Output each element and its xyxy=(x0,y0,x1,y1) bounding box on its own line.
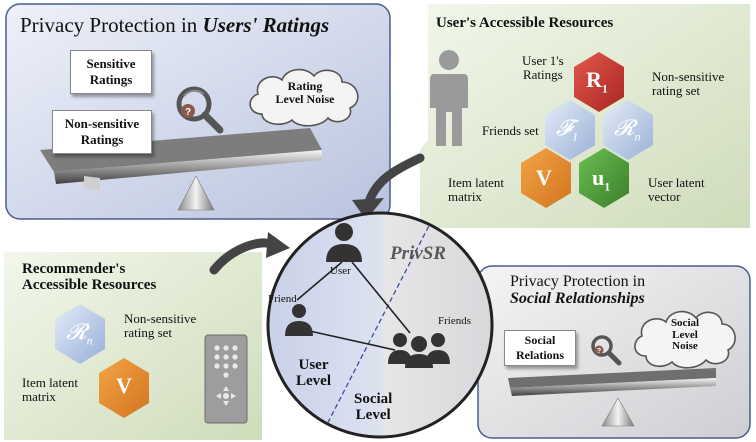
user-resources-hex-cluster xyxy=(521,52,653,208)
rn-subscript-user: n xyxy=(634,129,641,144)
user-item-matrix-line1: Item latent xyxy=(448,175,504,190)
nonsensitive-ratings-box: Non-sensitive Ratings xyxy=(52,110,152,154)
v-symbol-recommender: V xyxy=(116,373,132,398)
svg-text:?: ? xyxy=(185,107,191,118)
social-relations-box: Social Relations xyxy=(504,330,576,366)
f1-letter: 𝓕 xyxy=(556,115,573,140)
friend-node-icon xyxy=(285,304,313,336)
f1-subscript: 1 xyxy=(572,129,579,144)
recommender-hex-group xyxy=(55,304,149,418)
recommender-nonsensitive-line2: rating set xyxy=(124,324,173,340)
nonsensitive-ratings-line2: Ratings xyxy=(80,132,124,147)
user-nonsensitive-line2: rating set xyxy=(652,82,701,98)
user1-ratings-line2: Ratings xyxy=(522,66,563,82)
remote-control-icon xyxy=(204,334,248,424)
user-nonsensitive-label: Non-sensitive rating set xyxy=(652,70,724,97)
user-item-matrix-line2: matrix xyxy=(448,188,482,204)
friends-set-label: Friends set xyxy=(482,123,539,138)
user-level-line1: User xyxy=(298,357,329,373)
recommender-title-line1: Recommender's xyxy=(22,261,126,277)
social-title-line1: Privacy Protection in xyxy=(510,273,646,290)
rating-noise-cloud-icon xyxy=(249,68,359,127)
rating-noise-label: Rating Level Noise xyxy=(252,80,358,105)
user-item-matrix-label: Item latent matrix xyxy=(448,176,504,203)
u1-subscript: 1 xyxy=(604,179,611,194)
social-noise-cloud-icon xyxy=(634,310,736,369)
social-noise-line2: Level xyxy=(672,328,698,341)
rn-symbol-recommender: 𝓡n xyxy=(66,320,93,347)
person-icon xyxy=(430,50,468,146)
social-level-line1: Social xyxy=(354,391,393,407)
privsr-title: PrivSR xyxy=(390,243,446,264)
recommender-nonsensitive-line1: Non-sensitive xyxy=(124,311,197,326)
sensitive-ratings-box: Sensitive Ratings xyxy=(70,50,152,94)
u1-symbol: u1 xyxy=(592,166,610,193)
user1-ratings-line1: User 1's xyxy=(522,53,564,68)
social-relations-line1: Social xyxy=(524,333,556,347)
friend-node-label: Friend xyxy=(268,293,297,305)
social-title-line2: Social Relationships xyxy=(510,289,645,307)
user-node-icon xyxy=(326,223,362,262)
recommender-title: Recommender's Accessible Resources xyxy=(22,261,157,294)
rating-noise-line2: Level Noise xyxy=(275,91,335,106)
r1-symbol: R1 xyxy=(586,68,608,95)
u1-letter: u xyxy=(592,165,605,190)
social-level-label: Social Level xyxy=(354,391,393,424)
v-symbol-user: V xyxy=(536,165,552,190)
social-panel-title: Privacy Protection in Social Relationshi… xyxy=(510,273,646,308)
sensitive-ratings-line2: Ratings xyxy=(89,72,133,87)
user-level-line2: Level xyxy=(296,372,331,389)
sensitive-ratings-line1: Sensitive xyxy=(86,56,136,71)
ratings-panel-title: Privacy Protection in Users' Ratings xyxy=(20,14,329,36)
recommender-nonsensitive-label: Non-sensitive rating set xyxy=(124,312,196,339)
user-nonsensitive-line1: Non-sensitive xyxy=(652,69,725,84)
recommender-item-matrix-line2: matrix xyxy=(22,388,56,404)
user1-ratings-label: User 1's Ratings xyxy=(522,54,564,81)
magnifier-question-icon: ? xyxy=(176,86,224,134)
user-level-label: User Level xyxy=(296,357,331,390)
ratings-title-emphasis: Users' Ratings xyxy=(202,13,330,37)
social-noise-line1: Social xyxy=(670,317,700,329)
social-noise-line3: Noise xyxy=(672,340,698,353)
r1-letter: R xyxy=(586,67,602,92)
friends-group-label: Friends xyxy=(438,315,471,327)
svg-text:?: ? xyxy=(597,348,601,355)
social-relations-line2: Relations xyxy=(516,348,564,362)
rn-letter-user: 𝓡 xyxy=(614,115,635,140)
social-level-line2: Level xyxy=(355,406,391,423)
recommender-item-matrix-label: Item latent matrix xyxy=(22,376,78,403)
f1-symbol: 𝓕1 xyxy=(556,116,578,143)
social-magnifier-icon: ? xyxy=(591,335,622,366)
social-noise-label: Social Level Noise xyxy=(640,317,730,353)
rn-letter-recommender: 𝓡 xyxy=(66,319,87,344)
ratings-title-prefix: Privacy Protection in xyxy=(20,13,203,37)
rating-noise-line1: Rating xyxy=(287,79,323,93)
recommender-title-line2: Accessible Resources xyxy=(22,276,157,293)
user-node-label: User xyxy=(330,265,351,277)
nonsensitive-ratings-line1: Non-sensitive xyxy=(64,116,140,131)
rn-symbol-user: 𝓡n xyxy=(614,116,641,143)
friends-group-icon xyxy=(388,333,450,368)
recommender-item-matrix-line1: Item latent xyxy=(22,375,78,390)
user-latent-vector-line1: User latent xyxy=(648,175,705,190)
user-latent-vector-label: User latent vector xyxy=(648,176,705,203)
rn-subscript-recommender: n xyxy=(86,333,93,348)
user-latent-vector-line2: vector xyxy=(648,188,681,204)
r1-subscript: 1 xyxy=(601,81,608,96)
user-resources-title: User's Accessible Resources xyxy=(436,15,614,31)
